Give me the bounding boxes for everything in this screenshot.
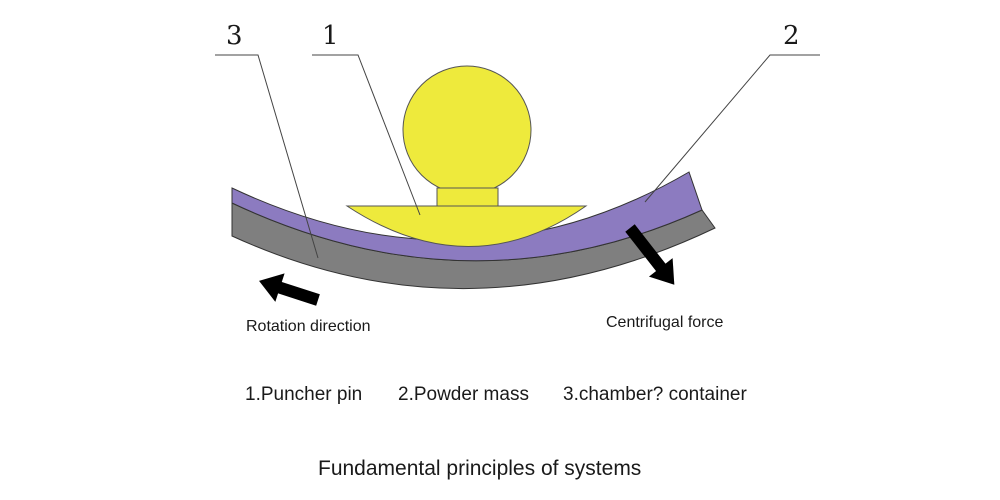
callout-number-2: 2 — [783, 21, 800, 51]
callout-number-3: 3 — [226, 21, 243, 51]
callout-number-1: 1 — [322, 21, 339, 51]
powder-mass — [231, 171, 703, 262]
puncher-pin-neck — [436, 187, 499, 207]
centrifugal-force-label: Centrifugal force — [606, 314, 723, 331]
centrifugal-force-arrow-icon — [625, 224, 675, 285]
leader-line-2 — [644, 54, 820, 203]
leader-line-1 — [312, 54, 421, 216]
legend-item-puncher-pin: 1.Puncher pin — [245, 384, 362, 405]
legend-item-chamber: 3.chamber? container — [563, 384, 747, 405]
puncher-pin-ball — [402, 65, 532, 195]
leader-line-3 — [215, 54, 319, 259]
rotation-direction-label: Rotation direction — [246, 318, 371, 335]
puncher-pin-shoe — [345, 205, 588, 247]
rotation-arrow-icon — [259, 273, 320, 306]
legend-item-powder-mass: 2.Powder mass — [398, 384, 529, 405]
diagram-title: Fundamental principles of systems — [318, 457, 641, 480]
